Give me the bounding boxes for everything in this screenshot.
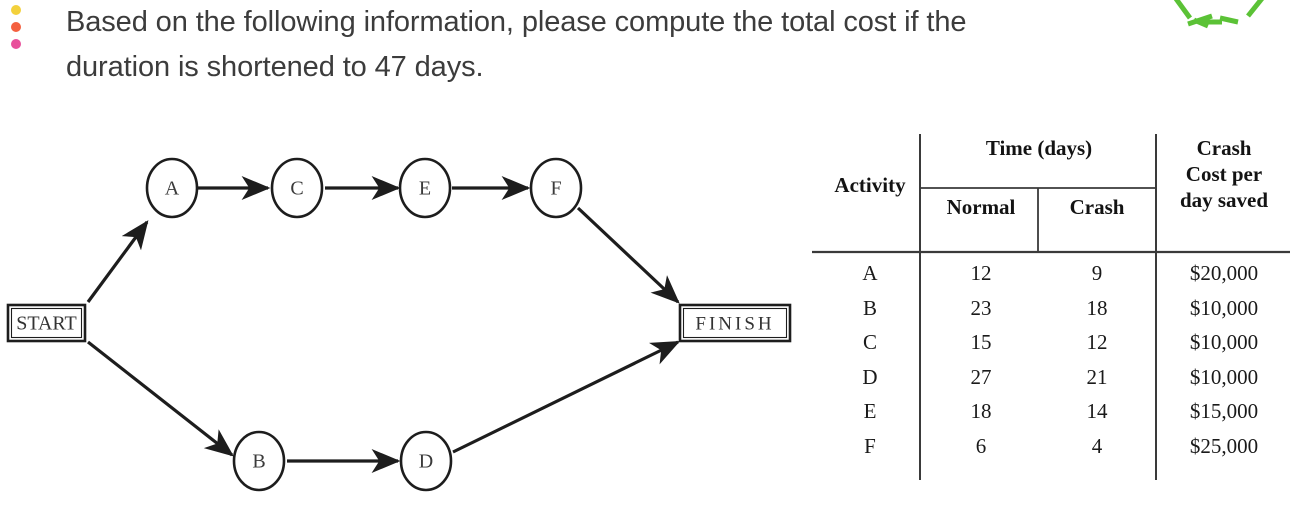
diagram-node-d	[399, 430, 453, 492]
diagram-node-f	[529, 157, 583, 219]
edge-start-a	[86, 220, 149, 303]
table-cell-crash-cost: $10,000	[1189, 364, 1259, 389]
diagram-node-finish: FINISH	[678, 303, 792, 343]
table-header-activity: Activity	[834, 173, 906, 197]
question-text: Based on the following information, plea…	[66, 0, 1294, 90]
table-cell-normal-time: 12	[970, 261, 992, 285]
table-cell-crash-cost: $25,000	[1189, 433, 1259, 458]
node-label-e: E	[419, 178, 431, 200]
table-rules	[812, 134, 1290, 480]
table-cell-crash-cost: $10,000	[1189, 330, 1259, 354]
start-label: START	[16, 313, 77, 335]
crash-cost-table: Activity Time (days) Normal Crash Crash …	[812, 128, 1290, 488]
table-cell-normal-time: 15	[970, 330, 992, 354]
table-header-crash: Crash	[1069, 195, 1125, 219]
table-cell-crash-cost: $20,000	[1189, 261, 1259, 285]
bullet-dots	[11, 5, 23, 53]
table-cell-activity: F	[864, 433, 876, 458]
table-cell-normal-time: 27	[970, 364, 992, 389]
table-cell-activity: C	[862, 330, 877, 354]
table-cell-crash-time: 21	[1086, 364, 1108, 389]
table-cell-crash-time: 18	[1086, 295, 1108, 320]
table-header-crash-cost-per-day-saved: Crash Cost per day saved	[1179, 136, 1269, 212]
bullet-dot-yellow	[11, 5, 21, 15]
table-header-normal: Normal	[946, 195, 1016, 219]
bullet-dot-orange	[11, 22, 21, 32]
bullet-dot-pink	[11, 39, 21, 49]
table-cell-crash-cost: $15,000	[1189, 399, 1259, 423]
edge-d-finish	[452, 340, 681, 454]
table-cell-crash-cost: $10,000	[1189, 295, 1259, 320]
question-line-2: duration is shortened to 47 days.	[66, 51, 484, 83]
table-cell-activity: A	[862, 261, 878, 285]
node-label-d: D	[419, 451, 433, 473]
diagram-node-a	[145, 157, 199, 219]
diagram-node-c	[270, 157, 324, 219]
table-cell-activity: E	[863, 399, 877, 423]
edge-f-finish	[576, 206, 680, 304]
node-label-c: C	[290, 178, 303, 200]
edge-start-b	[87, 340, 234, 457]
node-label-f: F	[550, 178, 561, 200]
question-line-1: Based on the following information, plea…	[66, 6, 967, 38]
table-header-time-days: Time (days)	[985, 136, 1093, 160]
table-cell-activity: B	[862, 295, 877, 320]
diagram-node-e	[398, 157, 452, 219]
table-cell-normal-time: 18	[970, 399, 992, 423]
diagram-node-start: START	[6, 303, 87, 343]
project-network-diagram: START FINISH A C E F B D	[6, 157, 792, 492]
table-cell-activity: D	[862, 364, 878, 389]
table-cell-crash-time: 9	[1091, 261, 1103, 285]
table-cell-crash-time: 12	[1086, 330, 1108, 354]
table-cell-normal-time: 6	[975, 433, 987, 458]
table-cell-normal-time: 23	[970, 295, 992, 320]
diagram-node-b	[232, 430, 286, 492]
node-label-a: A	[165, 178, 180, 200]
table-cell-crash-time: 4	[1091, 433, 1103, 458]
table-cell-crash-time: 14	[1086, 399, 1108, 423]
finish-label: FINISH	[695, 314, 774, 335]
node-label-b: B	[252, 451, 265, 473]
